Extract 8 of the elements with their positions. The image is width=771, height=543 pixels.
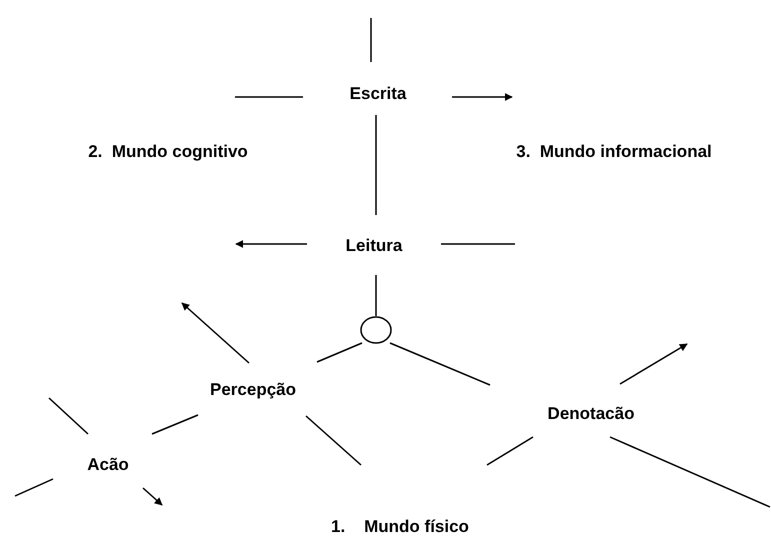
region-label: 1. Mundo físico (331, 516, 469, 538)
process-label: Acão (87, 454, 129, 476)
process-label: Escrita (350, 84, 406, 104)
region-label: 2. Mundo cognitivo (88, 142, 248, 162)
process-label: Denotacão (548, 404, 634, 424)
process-label: Leitura (346, 236, 402, 256)
process-label: Percepção (210, 380, 296, 400)
region-label: 3. Mundo informacional (516, 142, 712, 162)
